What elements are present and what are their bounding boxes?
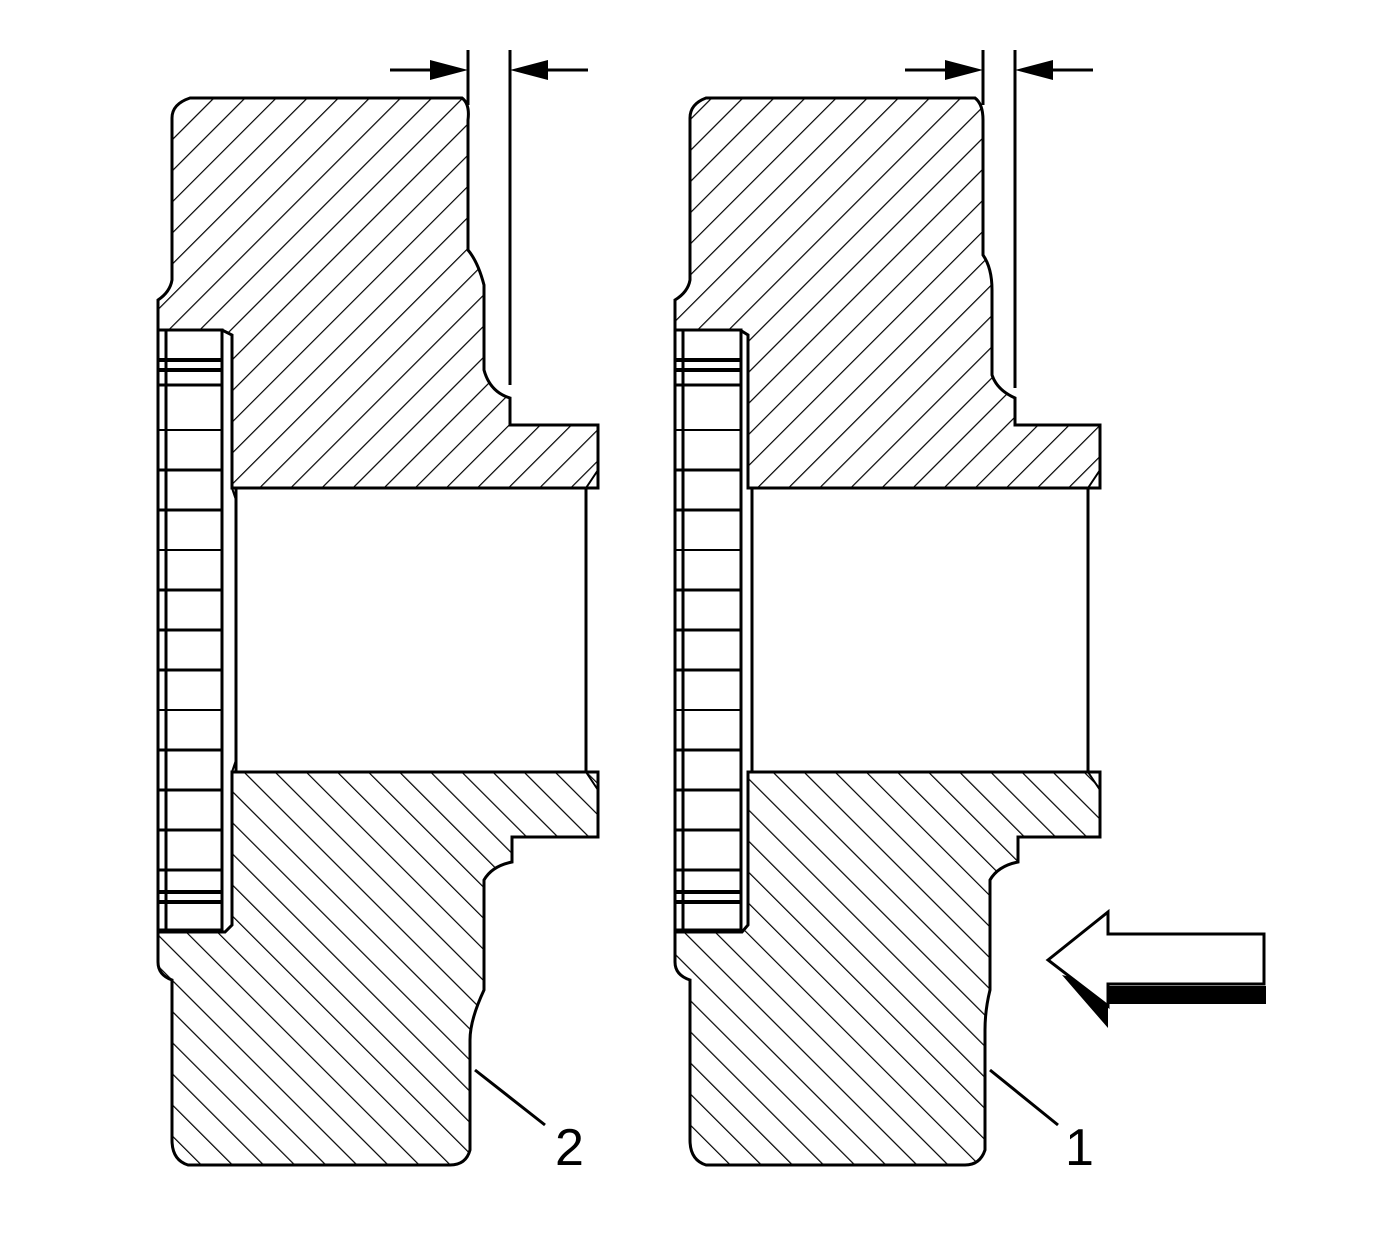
right-bore — [750, 486, 1090, 774]
right-upper-section — [673, 96, 1102, 490]
callout-2: 2 — [555, 1119, 584, 1177]
callout-2-leader — [474, 1068, 546, 1127]
left-lower-section — [156, 770, 600, 1167]
dimension-arrow-icon — [390, 60, 588, 80]
left-upper-section — [156, 96, 600, 490]
part-right: 1 — [673, 50, 1102, 1177]
callout-1: 1 — [1065, 1119, 1094, 1177]
arrow-left-icon — [1045, 908, 1266, 1028]
left-bore — [234, 486, 588, 774]
dimension-arrow-icon — [905, 60, 1093, 80]
right-lower-section — [673, 770, 1102, 1167]
part-left: 2 — [156, 50, 600, 1177]
callout-1-leader — [989, 1068, 1059, 1127]
